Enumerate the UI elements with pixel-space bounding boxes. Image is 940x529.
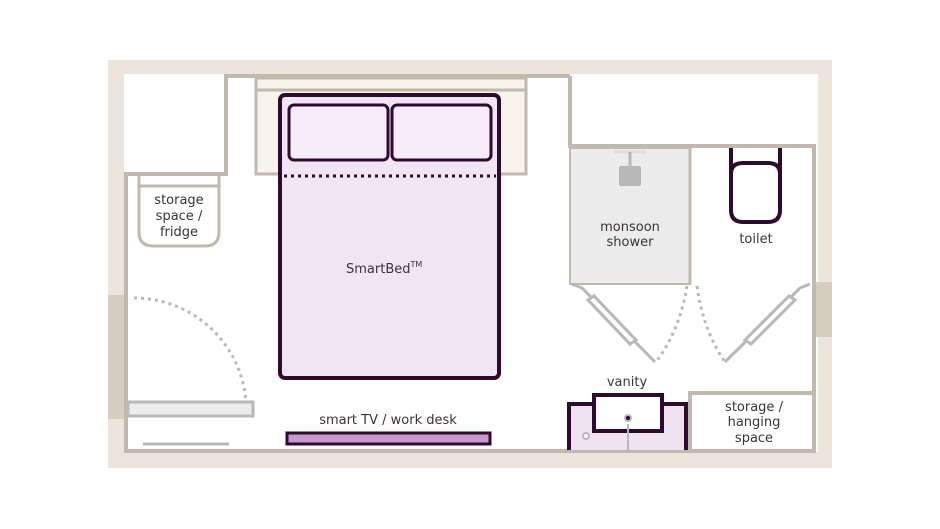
toilet: toilet bbox=[729, 148, 782, 247]
smartbed: SmartBedTM bbox=[278, 93, 501, 380]
shower-label-1: monsoon bbox=[600, 220, 660, 235]
vanity: vanity bbox=[567, 375, 688, 450]
storage-hanging: storage / hanging space bbox=[688, 391, 814, 451]
tap-icon bbox=[624, 414, 632, 422]
tv-desk-label: smart TV / work desk bbox=[319, 413, 457, 428]
window-right bbox=[816, 282, 832, 337]
storage-fridge: storage space / fridge bbox=[137, 176, 221, 248]
pillow-left bbox=[287, 103, 390, 162]
walls bbox=[124, 74, 816, 453]
shower-head-icon bbox=[619, 166, 641, 186]
storage-hanging-label-1: storage / bbox=[725, 400, 784, 415]
bathroom-doors bbox=[571, 282, 811, 364]
storage-fridge-label-1: storage bbox=[154, 193, 203, 208]
shower-label-2: shower bbox=[607, 235, 655, 250]
storage-hanging-label-2: hanging bbox=[728, 415, 781, 430]
monsoon-shower: monsoon shower bbox=[569, 147, 692, 285]
bed-trademark: TM bbox=[410, 260, 423, 269]
svg-text:SmartBedTM: SmartBedTM bbox=[346, 260, 422, 277]
bed-label: SmartBed bbox=[346, 262, 411, 277]
pillow-right bbox=[390, 103, 493, 162]
entrance-door-frame bbox=[108, 295, 124, 419]
vanity-label: vanity bbox=[607, 375, 648, 390]
storage-hanging-label-3: space bbox=[735, 431, 773, 446]
entrance-door bbox=[126, 296, 255, 446]
storage-fridge-label-3: fridge bbox=[160, 225, 198, 240]
tv-desk: smart TV / work desk bbox=[285, 413, 492, 446]
toilet-label: toilet bbox=[739, 232, 772, 247]
storage-fridge-label-2: space / bbox=[156, 209, 203, 224]
